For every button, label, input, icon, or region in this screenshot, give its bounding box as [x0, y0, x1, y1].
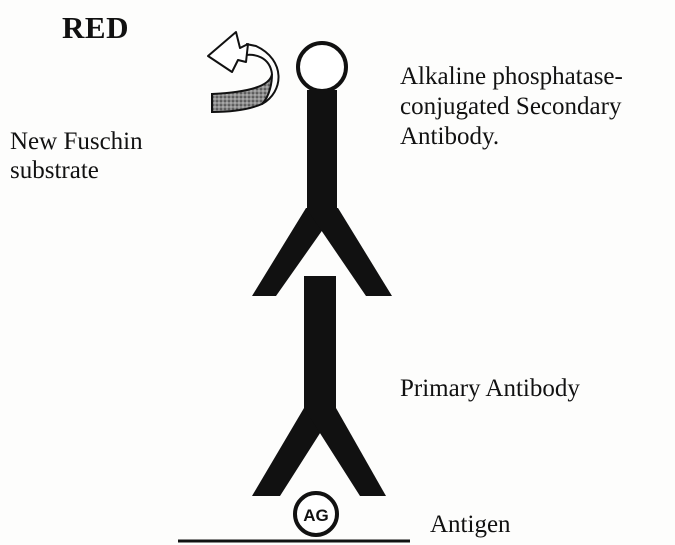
secondary-antibody-label: Alkaline phosphatase- conjugated Seconda…: [400, 62, 623, 152]
antigen-label: Antigen: [430, 511, 511, 540]
primary-antibody-label: Primary Antibody: [400, 375, 580, 404]
secondary-antibody-shape: [252, 90, 392, 296]
curved-arrow-icon: [208, 32, 279, 112]
antigen-symbol: AG: [303, 506, 329, 525]
primary-antibody-shape: [252, 276, 386, 496]
enzyme-circle: [298, 43, 346, 91]
title-label: RED: [62, 10, 129, 46]
substrate-label: New Fuschin substrate: [10, 128, 143, 186]
